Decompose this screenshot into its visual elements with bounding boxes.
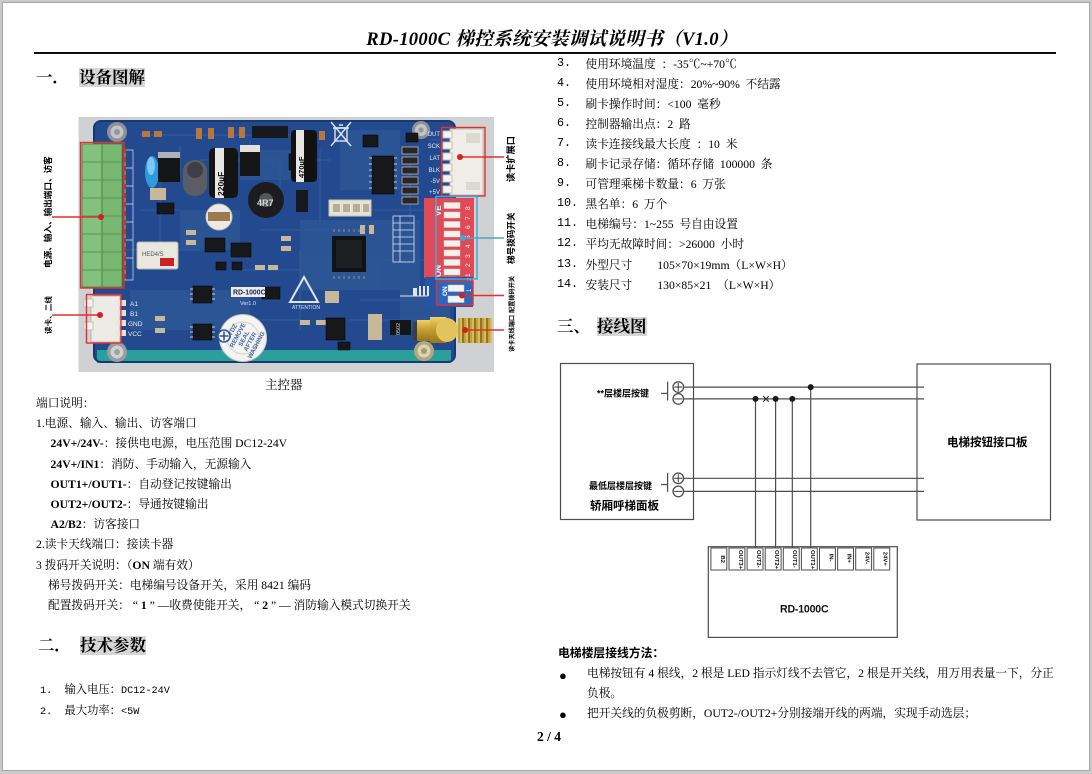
svg-text:RD-1000C: RD-1000C — [233, 290, 266, 297]
svg-text:IN-: IN- — [827, 554, 833, 562]
svg-text:4R7: 4R7 — [257, 198, 274, 208]
svg-text:电源、输入、输出端口、访客: 电源、输入、输出端口、访客 — [42, 156, 53, 268]
svg-text:5: 5 — [465, 235, 472, 239]
svg-text:OUT1-: OUT1- — [791, 550, 797, 568]
svg-text:0502: 0502 — [396, 323, 402, 335]
svg-text:4: 4 — [465, 244, 472, 248]
svg-text:470µF: 470µF — [297, 156, 306, 178]
svg-text:BLK: BLK — [429, 168, 440, 174]
svg-text:B1: B1 — [130, 311, 138, 318]
svg-text:ON: ON — [442, 286, 449, 296]
svg-text:1: 1 — [465, 273, 472, 277]
svg-text:1: 1 — [467, 288, 473, 292]
svg-text:**层楼层按键: **层楼层按键 — [597, 388, 649, 399]
svg-text:ON: ON — [434, 265, 443, 277]
svg-text:+5V: +5V — [429, 190, 440, 196]
svg-text:GND: GND — [128, 321, 143, 328]
svg-text:B2: B2 — [719, 555, 725, 563]
svg-text:OUT: OUT — [427, 132, 440, 138]
svg-text:读卡天线端口: 读卡天线端口 — [508, 315, 516, 352]
svg-text:HED4/S: HED4/S — [142, 252, 164, 258]
svg-text:220µF: 220µF — [216, 172, 226, 196]
svg-text:6: 6 — [465, 225, 472, 229]
svg-text:读卡扩展口: 读卡扩展口 — [505, 136, 516, 182]
svg-text:SCK: SCK — [428, 144, 440, 150]
svg-text:轿厢呼梯面板: 轿厢呼梯面板 — [590, 499, 659, 513]
svg-text:24V+: 24V+ — [882, 552, 888, 566]
svg-text:OUT2+: OUT2+ — [773, 550, 779, 570]
svg-text:LAT: LAT — [429, 156, 440, 162]
svg-text:7: 7 — [465, 216, 472, 220]
svg-text:3: 3 — [465, 254, 472, 258]
svg-text:Ver1.0: Ver1.0 — [240, 301, 256, 307]
svg-text:ATTENTION: ATTENTION — [292, 305, 320, 311]
svg-text:2: 2 — [465, 263, 472, 267]
svg-text:最低层楼层按键: 最低层楼层按键 — [589, 480, 652, 491]
svg-text:-5V: -5V — [431, 179, 440, 185]
svg-text:A1: A1 — [130, 301, 138, 308]
svg-text:电梯按钮接口板: 电梯按钮接口板 — [947, 435, 1028, 449]
svg-text:8: 8 — [465, 206, 472, 210]
svg-text:OUT1+: OUT1+ — [809, 550, 815, 570]
svg-text:VCC: VCC — [128, 331, 142, 338]
svg-text:24V-: 24V- — [864, 552, 870, 564]
svg-text:梯号拨码开关: 梯号拨码开关 — [505, 212, 516, 264]
svg-text:RD-1000C: RD-1000C — [780, 604, 829, 616]
svg-text:IN+: IN+ — [846, 554, 852, 564]
svg-text:配置拨码开关: 配置拨码开关 — [508, 275, 516, 313]
svg-text:读卡、二线: 读卡、二线 — [43, 296, 53, 334]
svg-text:OUT2-: OUT2- — [755, 550, 761, 568]
svg-text:VE: VE — [434, 205, 443, 216]
svg-text:OUT3+: OUT3+ — [737, 550, 743, 570]
